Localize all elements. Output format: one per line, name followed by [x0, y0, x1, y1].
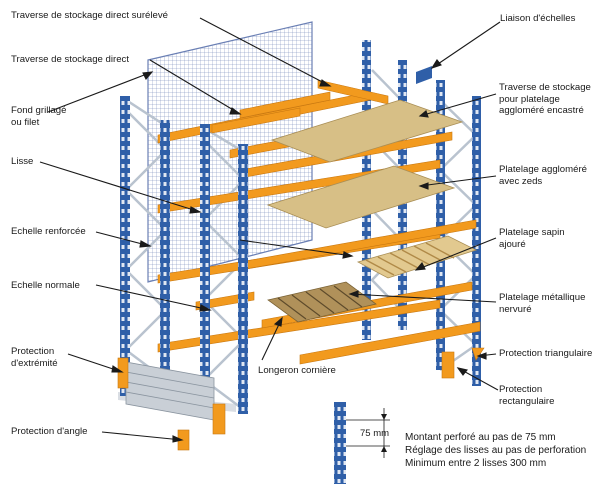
- label-fond-grillage: Fond grillagé ou filet: [11, 105, 67, 128]
- label-lisse: Lisse: [11, 156, 34, 167]
- label-protection-extremite: Protection d'extrémité: [11, 346, 58, 369]
- pitch-note-line-1: Montant perforé au pas de 75 mm: [405, 432, 556, 443]
- pitch-detail: [334, 402, 390, 484]
- label-protection-triangulaire: Protection triangulaire: [499, 348, 593, 359]
- label-echelle-renforcee: Echelle renforcée: [11, 226, 86, 237]
- label-traverse-platelage: Traverse de stockage pour platelage aggl…: [499, 82, 591, 116]
- label-traverse-direct: Traverse de stockage direct: [11, 54, 130, 65]
- leader-lines: [39, 17, 501, 443]
- upright-front: [120, 96, 248, 414]
- label-echelle-normale: Echelle normale: [11, 280, 80, 291]
- protections: [117, 347, 485, 451]
- label-liaison-echelles: Liaison d'échelles: [500, 13, 576, 24]
- ladder-tie-plate: [416, 66, 432, 84]
- label-platelage-metallique: Platelage métallique nervuré: [499, 292, 586, 315]
- dimension-75mm: 75 mm: [360, 428, 390, 439]
- label-traverse-direct-sureleve: Traverse de stockage direct surélevé: [11, 10, 168, 21]
- label-protection-angle: Protection d'angle: [11, 426, 88, 437]
- label-platelage-sapin: Platelage sapin ajouré: [499, 227, 565, 250]
- decking: [266, 99, 478, 323]
- pitch-note-line-3: Minimum entre 2 lisses 300 mm: [405, 458, 547, 469]
- label-protection-rectangulaire: Protection rectangulaire: [499, 384, 555, 407]
- label-platelage-agglomere: Platelage aggloméré avec zeds: [499, 164, 588, 187]
- pitch-note-line-2: Réglage des lisses au pas de perforation: [405, 445, 587, 456]
- label-longeron-corniere: Longeron cornière: [258, 365, 336, 376]
